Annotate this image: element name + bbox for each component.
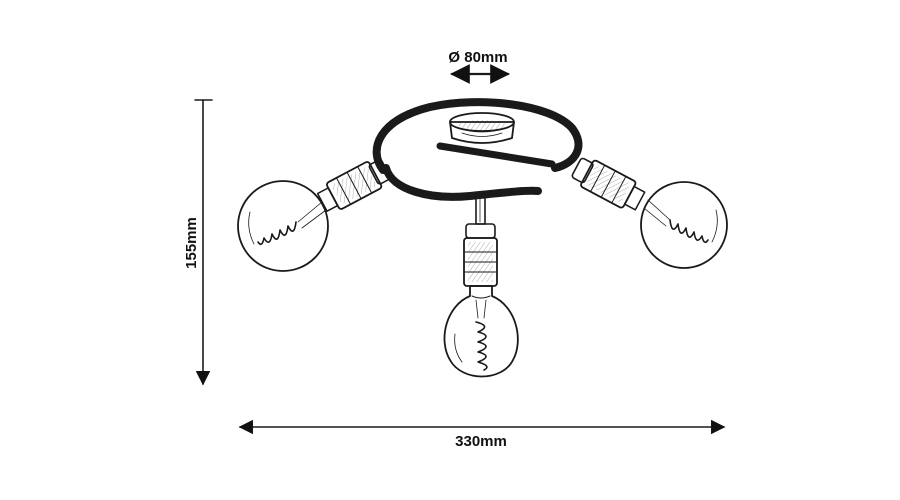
ceiling-canopy [449,112,515,144]
height-dimension: 155mm [183,99,213,386]
filament-bulb-right [640,181,728,269]
lamp-illustration [237,98,728,378]
diameter-label: Ø 80mm [448,49,507,66]
spiral-arm [372,98,583,201]
lamp-socket-right [571,157,646,211]
lamp-socket-left [316,159,391,212]
diameter-dimension: Ø 80mm [448,49,510,84]
width-label: 330mm [455,433,507,450]
center-stem [475,195,486,225]
width-dimension: 330mm [238,419,726,450]
filament-bulb-center [443,285,519,378]
lamp-socket-center [463,223,498,287]
height-label: 155mm [183,217,200,269]
filament-bulb-left [237,180,329,272]
